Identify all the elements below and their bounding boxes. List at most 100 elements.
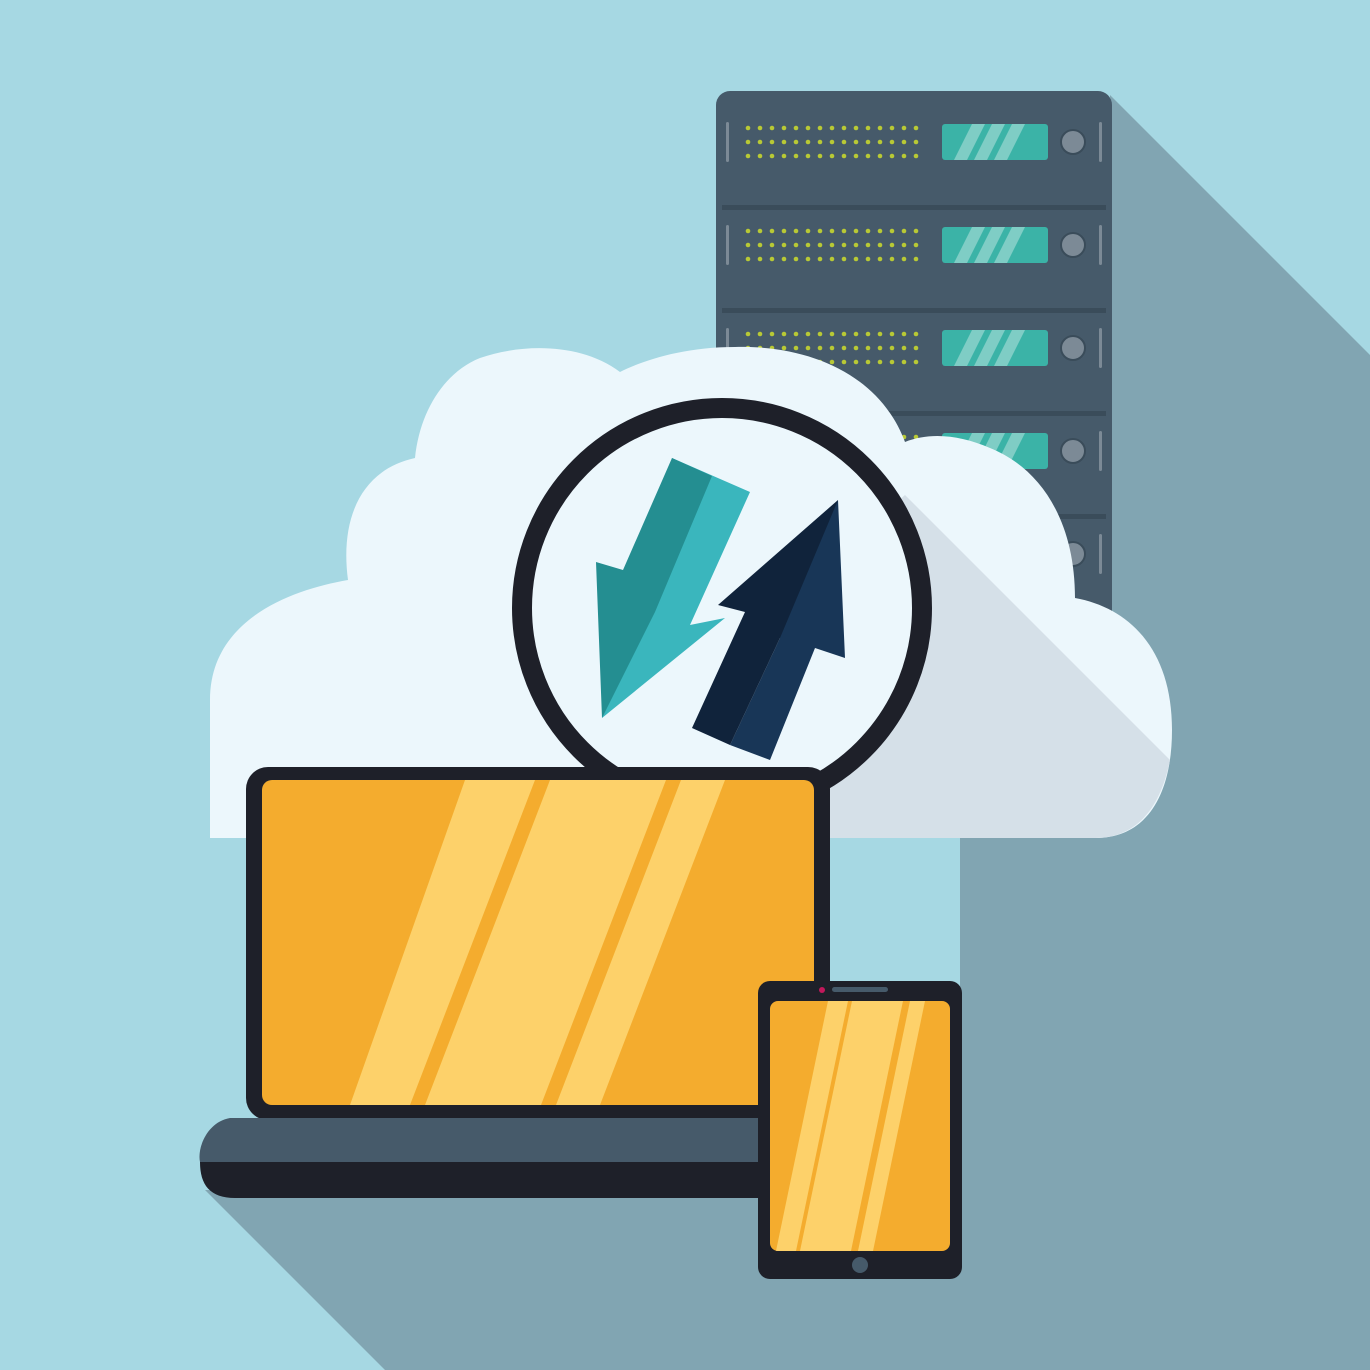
server-led (889, 153, 895, 159)
server-led (913, 345, 919, 351)
server-led (745, 242, 751, 248)
server-panel-glare (954, 124, 1025, 160)
server-unit-handle (1099, 431, 1102, 471)
server-led (757, 228, 763, 234)
server-led (901, 345, 907, 351)
server-led (781, 331, 787, 337)
server-led (781, 139, 787, 145)
server-led (757, 331, 763, 337)
server-led (793, 256, 799, 262)
tablet-speaker (832, 987, 888, 992)
server-unit-handle (726, 225, 729, 265)
server-led (829, 359, 835, 365)
server-led (913, 228, 919, 234)
server-led (781, 345, 787, 351)
server-led (913, 434, 919, 440)
server-led (829, 345, 835, 351)
server-led (805, 125, 811, 131)
server-led (889, 256, 895, 262)
server-unit-handle (1099, 225, 1102, 265)
server-led (769, 153, 775, 159)
download-arrow-icon (596, 458, 750, 718)
server-led (877, 345, 883, 351)
server-led (889, 331, 895, 337)
server-led (913, 256, 919, 262)
server-led (805, 331, 811, 337)
server-led (853, 125, 859, 131)
server-led (853, 228, 859, 234)
server-led (757, 256, 763, 262)
long-shadow (205, 95, 1370, 1370)
server-display-panel (942, 124, 1048, 160)
server-led (745, 153, 751, 159)
server-led (877, 153, 883, 159)
server-led (853, 345, 859, 351)
server-unit-divider (722, 205, 1106, 210)
laptop-icon (199, 767, 830, 1198)
server-panel-glare (954, 227, 1025, 263)
server-led (841, 359, 847, 365)
server-led (829, 242, 835, 248)
sync-arrows-icon (512, 398, 932, 818)
server-led (769, 331, 775, 337)
glare-stripe (954, 124, 985, 160)
server-led (865, 242, 871, 248)
server-led (757, 153, 763, 159)
server-led (913, 125, 919, 131)
server-led (769, 125, 775, 131)
server-led (889, 139, 895, 145)
server-led (817, 242, 823, 248)
server-led (901, 139, 907, 145)
server-led (841, 139, 847, 145)
server-led (913, 359, 919, 365)
server-led (913, 331, 919, 337)
server-led (817, 125, 823, 131)
server-led (877, 139, 883, 145)
server-unit-handle (1099, 534, 1102, 574)
laptop-keyboard-deck (199, 1118, 760, 1162)
server-led (853, 139, 859, 145)
server-led (853, 331, 859, 337)
server-led (901, 153, 907, 159)
server-unit-handle (1099, 328, 1102, 368)
server-led (829, 256, 835, 262)
server-led (841, 256, 847, 262)
server-led (817, 228, 823, 234)
glare-stripe (954, 330, 985, 366)
server-led (889, 359, 895, 365)
server-led (841, 331, 847, 337)
server-unit (722, 225, 1106, 313)
server-unit (722, 122, 1106, 210)
server-led (901, 228, 907, 234)
glare-stripe (994, 330, 1025, 366)
server-led (877, 242, 883, 248)
server-led (877, 125, 883, 131)
server-unit-divider (722, 411, 1106, 416)
server-led (865, 228, 871, 234)
server-unit (722, 328, 1106, 416)
server-led (913, 242, 919, 248)
server-led (769, 139, 775, 145)
server-led (841, 125, 847, 131)
server-unit-handle (1099, 122, 1102, 162)
server-led (805, 242, 811, 248)
server-led (817, 139, 823, 145)
server-power-button (1060, 232, 1086, 258)
server-led (793, 153, 799, 159)
server-led (865, 256, 871, 262)
server-led (841, 242, 847, 248)
server-led (745, 125, 751, 131)
server-display-panel (942, 227, 1048, 263)
server-led (841, 228, 847, 234)
server-led (853, 256, 859, 262)
server-led (817, 345, 823, 351)
server-led (817, 153, 823, 159)
server-led (841, 345, 847, 351)
server-led (913, 139, 919, 145)
server-led (805, 139, 811, 145)
server-led (745, 228, 751, 234)
server-led (901, 256, 907, 262)
server-led (805, 153, 811, 159)
server-led (745, 331, 751, 337)
